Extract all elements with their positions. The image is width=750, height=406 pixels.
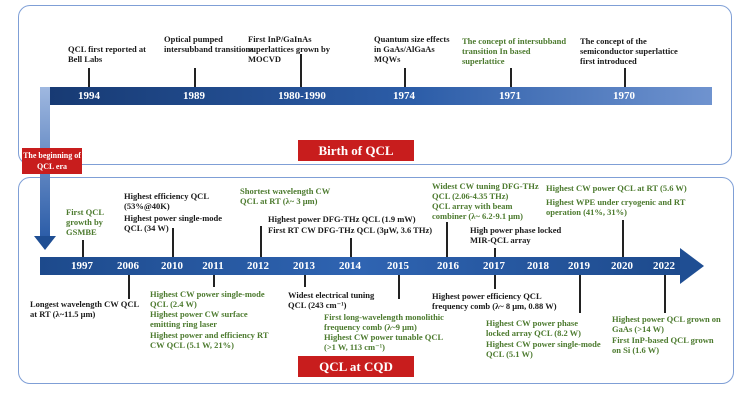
event-note: Highest CW power QCL at RT (5.6 W) bbox=[546, 183, 687, 193]
tick-2016 bbox=[446, 222, 448, 257]
tick-2006 bbox=[128, 275, 130, 299]
tick-2011 bbox=[213, 275, 215, 287]
year-label: 2014 bbox=[339, 260, 361, 272]
event-note: Highest power and efficiency RT CW QCL (… bbox=[150, 330, 269, 350]
year-label: 2016 bbox=[437, 260, 459, 272]
year-label: 2010 bbox=[161, 260, 183, 272]
qcl-at-cqd-title: QCL at CQD bbox=[298, 356, 414, 377]
year-label: 2022 bbox=[653, 260, 675, 272]
year-label: 2011 bbox=[202, 260, 224, 272]
event-note: Highest power efficiency QCL frequency c… bbox=[432, 291, 557, 311]
year-label: 1994 bbox=[78, 90, 100, 102]
event-note: Highest power CW surface emitting ring l… bbox=[150, 309, 248, 329]
event-note: Highest power single-mode QCL (34 W) bbox=[124, 213, 223, 233]
year-label: 2012 bbox=[247, 260, 269, 272]
year-label: 2018 bbox=[527, 260, 549, 272]
birth-of-qcl-panel bbox=[18, 5, 732, 165]
event-note: Optical pumped intersubband transitions bbox=[164, 34, 254, 54]
year-label: 2020 bbox=[611, 260, 633, 272]
tick-2017b bbox=[494, 275, 496, 289]
tick-2019 bbox=[579, 275, 581, 313]
year-label: 1989 bbox=[183, 90, 205, 102]
event-note: Highest efficiency QCL (53%@40K) bbox=[124, 191, 209, 211]
tick-2015 bbox=[398, 275, 400, 299]
event-note: Widest electrical tuning QCL (243 cm⁻¹) bbox=[288, 290, 375, 310]
year-label: 2017 bbox=[483, 260, 505, 272]
tick-2022 bbox=[664, 275, 666, 313]
tick-1980-1990 bbox=[300, 54, 302, 87]
event-note: First QCL growth by GSMBE bbox=[66, 207, 104, 237]
beginning-of-qcl-era-label: The beginning of QCL era bbox=[22, 148, 82, 174]
tick-1970 bbox=[624, 68, 626, 87]
tick-2013 bbox=[304, 275, 306, 287]
year-label: 2006 bbox=[117, 260, 139, 272]
event-note: Widest CW tuning DFG-THz QCL (2.06-4.35 … bbox=[432, 181, 539, 201]
event-note: First InP/GaInAs superlattices grown by … bbox=[248, 34, 331, 64]
year-label: 1980-1990 bbox=[278, 90, 326, 102]
tick-1974 bbox=[404, 68, 406, 87]
tick-2017 bbox=[494, 248, 496, 257]
tick-1994 bbox=[88, 68, 90, 87]
tick-2010 bbox=[172, 228, 174, 257]
event-note: Highest WPE under cryogenic and RT opera… bbox=[546, 197, 686, 217]
event-note: High power phase locked MIR-QCL array bbox=[470, 225, 562, 245]
cqd-timeline-bar bbox=[40, 257, 680, 275]
event-note: First RT CW DFG-THz QCL (3μW, 3.6 THz) bbox=[268, 225, 433, 235]
year-label: 1997 bbox=[71, 260, 93, 272]
timeline-arrowhead-icon bbox=[680, 248, 704, 284]
year-label: 2013 bbox=[293, 260, 315, 272]
tick-2020 bbox=[622, 220, 624, 257]
tick-1997 bbox=[82, 240, 84, 257]
tick-1971 bbox=[510, 68, 512, 87]
tick-2014 bbox=[350, 238, 352, 257]
event-note: Quantum size effects in GaAs/AlGaAs MQWs bbox=[374, 34, 450, 64]
year-label: 2015 bbox=[387, 260, 409, 272]
event-note: The concept of intersubband transition I… bbox=[462, 36, 567, 66]
tick-2012 bbox=[260, 226, 262, 257]
event-note: Highest power QCL grown on GaAs (>14 W) bbox=[612, 314, 721, 334]
event-note: Highest CW power single-mode QCL (2.4 W) bbox=[150, 289, 265, 309]
year-label: 1971 bbox=[499, 90, 521, 102]
event-note: First InP-based QCL grown on Si (1.6 W) bbox=[612, 335, 714, 355]
down-arrow-icon bbox=[34, 236, 56, 250]
qcl-at-cqd-panel bbox=[18, 177, 734, 384]
year-label: 1974 bbox=[393, 90, 415, 102]
tick-1989 bbox=[194, 68, 196, 87]
year-label: 2019 bbox=[568, 260, 590, 272]
birth-timeline-bar bbox=[48, 87, 712, 105]
event-note: QCL array with beam combiner (λ~ 6.2-9.1… bbox=[432, 201, 523, 221]
event-note: Highest CW power single-mode QCL (5.1 W) bbox=[486, 339, 601, 359]
event-note: Shortest wavelength CW QCL at RT (λ~ 3 μ… bbox=[240, 186, 331, 206]
year-label: 1970 bbox=[613, 90, 635, 102]
event-note: QCL first reported at Bell Labs bbox=[68, 44, 146, 64]
event-note: Highest CW power phase locked array QCL … bbox=[486, 318, 581, 338]
event-note: Longest wavelength CW QCL at RT (λ~11.5 … bbox=[30, 299, 139, 319]
birth-of-qcl-title: Birth of QCL bbox=[298, 140, 414, 161]
event-note: Highest power DFG-THz QCL (1.9 mW) bbox=[268, 214, 416, 224]
event-note: The concept of the semiconductor superla… bbox=[580, 36, 678, 66]
event-note: First long-wavelength monolithic frequen… bbox=[324, 312, 444, 332]
event-note: Highest CW power tunable QCL (>1 W, 113 … bbox=[324, 332, 443, 352]
